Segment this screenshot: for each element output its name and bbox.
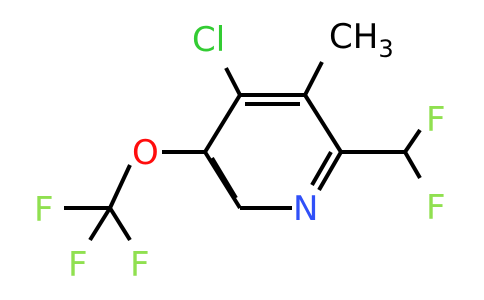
- bond-chf2-f-bottom: [403, 151, 422, 179]
- atom-f-cf3-bottom-right: F: [130, 245, 150, 285]
- bond-c3-c2: [303, 93, 343, 154]
- atom-ch3: CH3: [329, 17, 394, 63]
- bond-c2-n-inner: [310, 151, 333, 186]
- atom-f-cf3-bottom-left: F: [68, 245, 88, 285]
- bond-cf3-f-bottom: [88, 206, 112, 242]
- atom-f-cf3-left: F: [34, 190, 54, 230]
- bond-c4-cl: [224, 67, 242, 96]
- bond-o-cf3: [108, 164, 132, 209]
- bond-chf2-f-top: [403, 128, 422, 154]
- bond-c3-ch3: [303, 61, 324, 96]
- atom-f-chf2-bottom: F: [426, 188, 446, 228]
- bond-cf3-f-right: [108, 206, 132, 242]
- atom-f-chf2-top: F: [426, 100, 446, 140]
- bond-c2-n: [317, 150, 343, 192]
- atom-o: O: [132, 133, 159, 173]
- atom-cl: Cl: [192, 20, 225, 60]
- bond-c6-c5: [203, 150, 242, 210]
- bond-c6-c5-inner: [210, 156, 238, 200]
- atom-n: N: [293, 189, 318, 229]
- bond-c5-c4: [203, 93, 242, 154]
